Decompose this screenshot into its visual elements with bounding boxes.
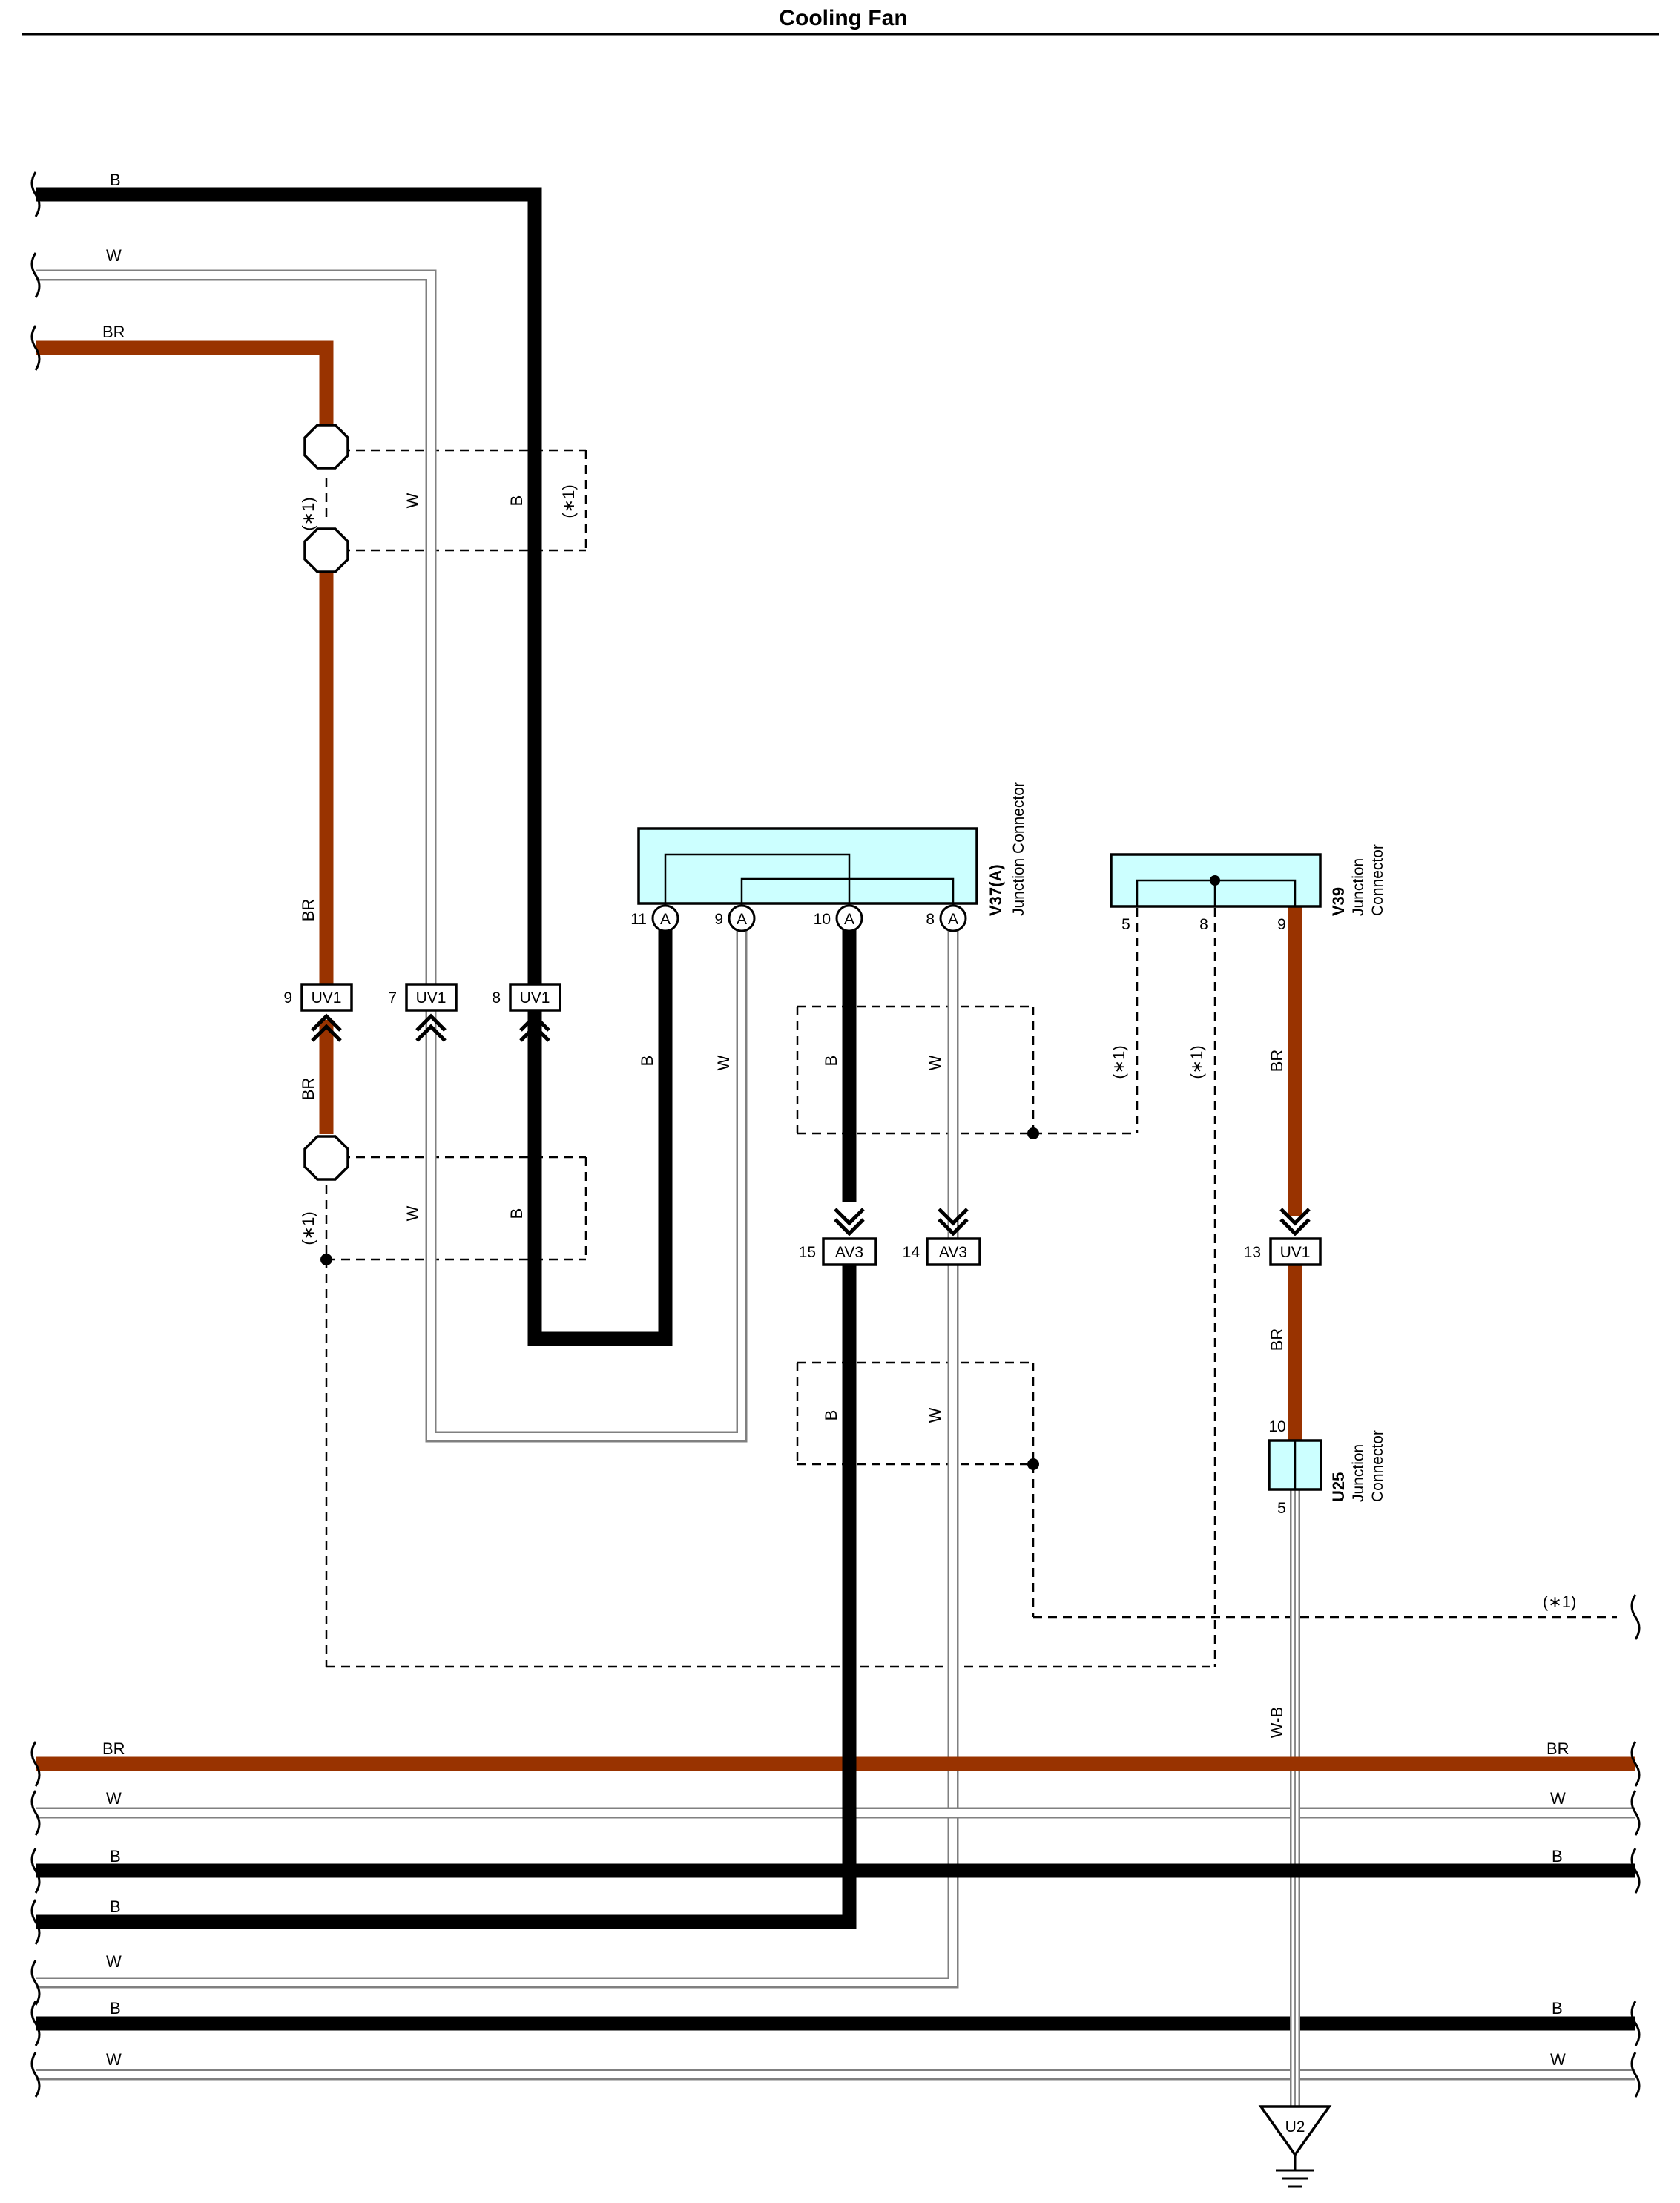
av3-pin-15: 15: [799, 1244, 816, 1261]
note-shield-top: (∗1): [559, 484, 578, 518]
label-b-bus3-right: B: [1552, 1999, 1563, 2018]
brown-wires: [36, 340, 1635, 1771]
uv1-pin-13: 13: [1244, 1244, 1261, 1261]
label-br-upper: BR: [299, 899, 317, 922]
splice-top-2: [303, 527, 349, 573]
note-right: (∗1): [1543, 1593, 1576, 1611]
label-w-bus2-left: W: [106, 1952, 122, 1971]
label-w-b-ground: W-B: [1268, 1707, 1286, 1738]
v39-type-line2: Connector: [1369, 844, 1386, 916]
label-w-v37-9: W: [714, 1055, 733, 1070]
note-v39-5: (∗1): [1110, 1045, 1128, 1079]
uv1-box-w: [405, 983, 458, 1012]
white-wires: [36, 269, 1635, 2107]
uv1-code-br: UV1: [312, 989, 342, 1007]
label-w-bus1-left: W: [106, 1789, 122, 1808]
v37-pin-letter-9: A: [737, 911, 747, 928]
v37-pin-letter-11: A: [660, 911, 671, 928]
label-b-bus1-right: B: [1552, 1847, 1563, 1866]
uv1-code-right: UV1: [1280, 1244, 1311, 1261]
v39-pin-8: 8: [1199, 916, 1208, 933]
label-b-top: B: [110, 171, 121, 189]
uv1-box-right: [1269, 1237, 1322, 1266]
connector-chevrons: [311, 1013, 1311, 1236]
ground-u2: U2: [1258, 2105, 1332, 2188]
v37-name: V37(A): [986, 864, 1005, 916]
v39-junction-connector: 5 8 9 V39 Junction Connector: [1110, 844, 1386, 933]
label-w-v37-8: W: [926, 1055, 944, 1070]
vertical-wire-labels: (∗1) W B (∗1) BR BR (∗1) W B B W B W (∗1…: [299, 484, 1286, 1738]
av3-code-w: AV3: [939, 1244, 967, 1261]
label-br-uv1-u25: BR: [1268, 1328, 1286, 1351]
uv1-box-b: [509, 983, 561, 1012]
label-b-shield-top: B: [507, 495, 526, 507]
uv1-pin-7: 7: [388, 989, 397, 1007]
uv1-code-w: UV1: [416, 989, 447, 1007]
shield-junction-dots: [320, 1127, 1039, 1470]
u25-pin-5: 5: [1277, 1500, 1286, 1517]
note-splice-bottom: (∗1): [299, 1211, 317, 1245]
label-b-v37-11: B: [638, 1056, 656, 1067]
u25-name: U25: [1329, 1472, 1348, 1502]
v37-pin-letter-8: A: [948, 911, 958, 928]
av3-box-b: [822, 1237, 877, 1266]
note-v39-8: (∗1): [1187, 1045, 1206, 1079]
label-b-av3-lower: B: [822, 1410, 840, 1421]
label-br-top: BR: [102, 323, 125, 341]
horizontal-wire-labels: B W BR BR BR W W B B B W B B W W (∗1): [102, 171, 1576, 2069]
uv1-pin-8: 8: [492, 989, 501, 1007]
splice-bottom: [303, 1135, 349, 1181]
note-splice-top: (∗1): [299, 497, 317, 530]
label-w-bus3-right: W: [1550, 2050, 1566, 2069]
v39-type-line1: Junction: [1350, 858, 1367, 916]
label-b-shield-bottom: B: [507, 1208, 526, 1219]
v39-pin-9: 9: [1277, 916, 1286, 933]
v37-junction-connector: A A A A 11 9 10 8 V37(A) Junction Connec…: [630, 782, 1027, 932]
label-w-shield-bottom: W: [403, 1205, 422, 1221]
break-symbols: [30, 171, 1641, 2098]
label-br-v39-9: BR: [1268, 1050, 1286, 1073]
label-w-av3-lower: W: [926, 1407, 944, 1423]
label-b-bus1-left: B: [110, 1847, 121, 1866]
splice-octagons: [303, 424, 349, 1181]
v39-pin-5: 5: [1121, 916, 1130, 933]
splice-top-1: [303, 424, 349, 470]
v37-pin-11: 11: [630, 911, 647, 928]
u25-pin-10: 10: [1268, 1418, 1285, 1435]
label-br-bus-left: BR: [102, 1739, 125, 1758]
u25-type-line1: Junction: [1350, 1444, 1367, 1502]
av3-pin-14: 14: [903, 1244, 920, 1261]
uv1-pin-9: 9: [283, 989, 292, 1007]
black-wires: [36, 187, 1635, 2031]
label-w-bus3-left: W: [106, 2050, 122, 2069]
inline-connectors: UV1 9 UV1 7 UV1 8 AV3 15 AV3 14 UV1 13: [283, 983, 1322, 1266]
label-w-top: W: [106, 246, 122, 265]
label-b-bus3-left: B: [110, 1999, 121, 2018]
v37-pin-9: 9: [714, 911, 723, 928]
u25-junction-connector: 10 5 U25 Junction Connector: [1268, 1418, 1386, 1517]
v37-type: Junction Connector: [1010, 782, 1027, 916]
label-w-bus1-right: W: [1550, 1789, 1566, 1808]
dashed-shield-lines: [325, 449, 1617, 1668]
u25-type-line2: Connector: [1369, 1430, 1386, 1502]
v37-pin-letter-10: A: [844, 911, 854, 928]
ground-code: U2: [1285, 2118, 1305, 2136]
page-title: Cooling Fan: [779, 6, 907, 30]
av3-box-w: [926, 1237, 981, 1266]
v39-name: V39: [1329, 887, 1348, 916]
label-w-shield-top: W: [403, 493, 422, 508]
uv1-box-br: [300, 983, 353, 1012]
av3-code-b: AV3: [835, 1244, 863, 1261]
label-b-v37-10: B: [822, 1056, 840, 1067]
label-b-bus2-left: B: [110, 1897, 121, 1916]
v37-pin-8: 8: [926, 911, 935, 928]
label-br-lower: BR: [299, 1078, 317, 1101]
v37-pin-10: 10: [814, 911, 831, 928]
label-br-bus-right: BR: [1546, 1739, 1569, 1758]
uv1-code-b: UV1: [520, 989, 550, 1007]
